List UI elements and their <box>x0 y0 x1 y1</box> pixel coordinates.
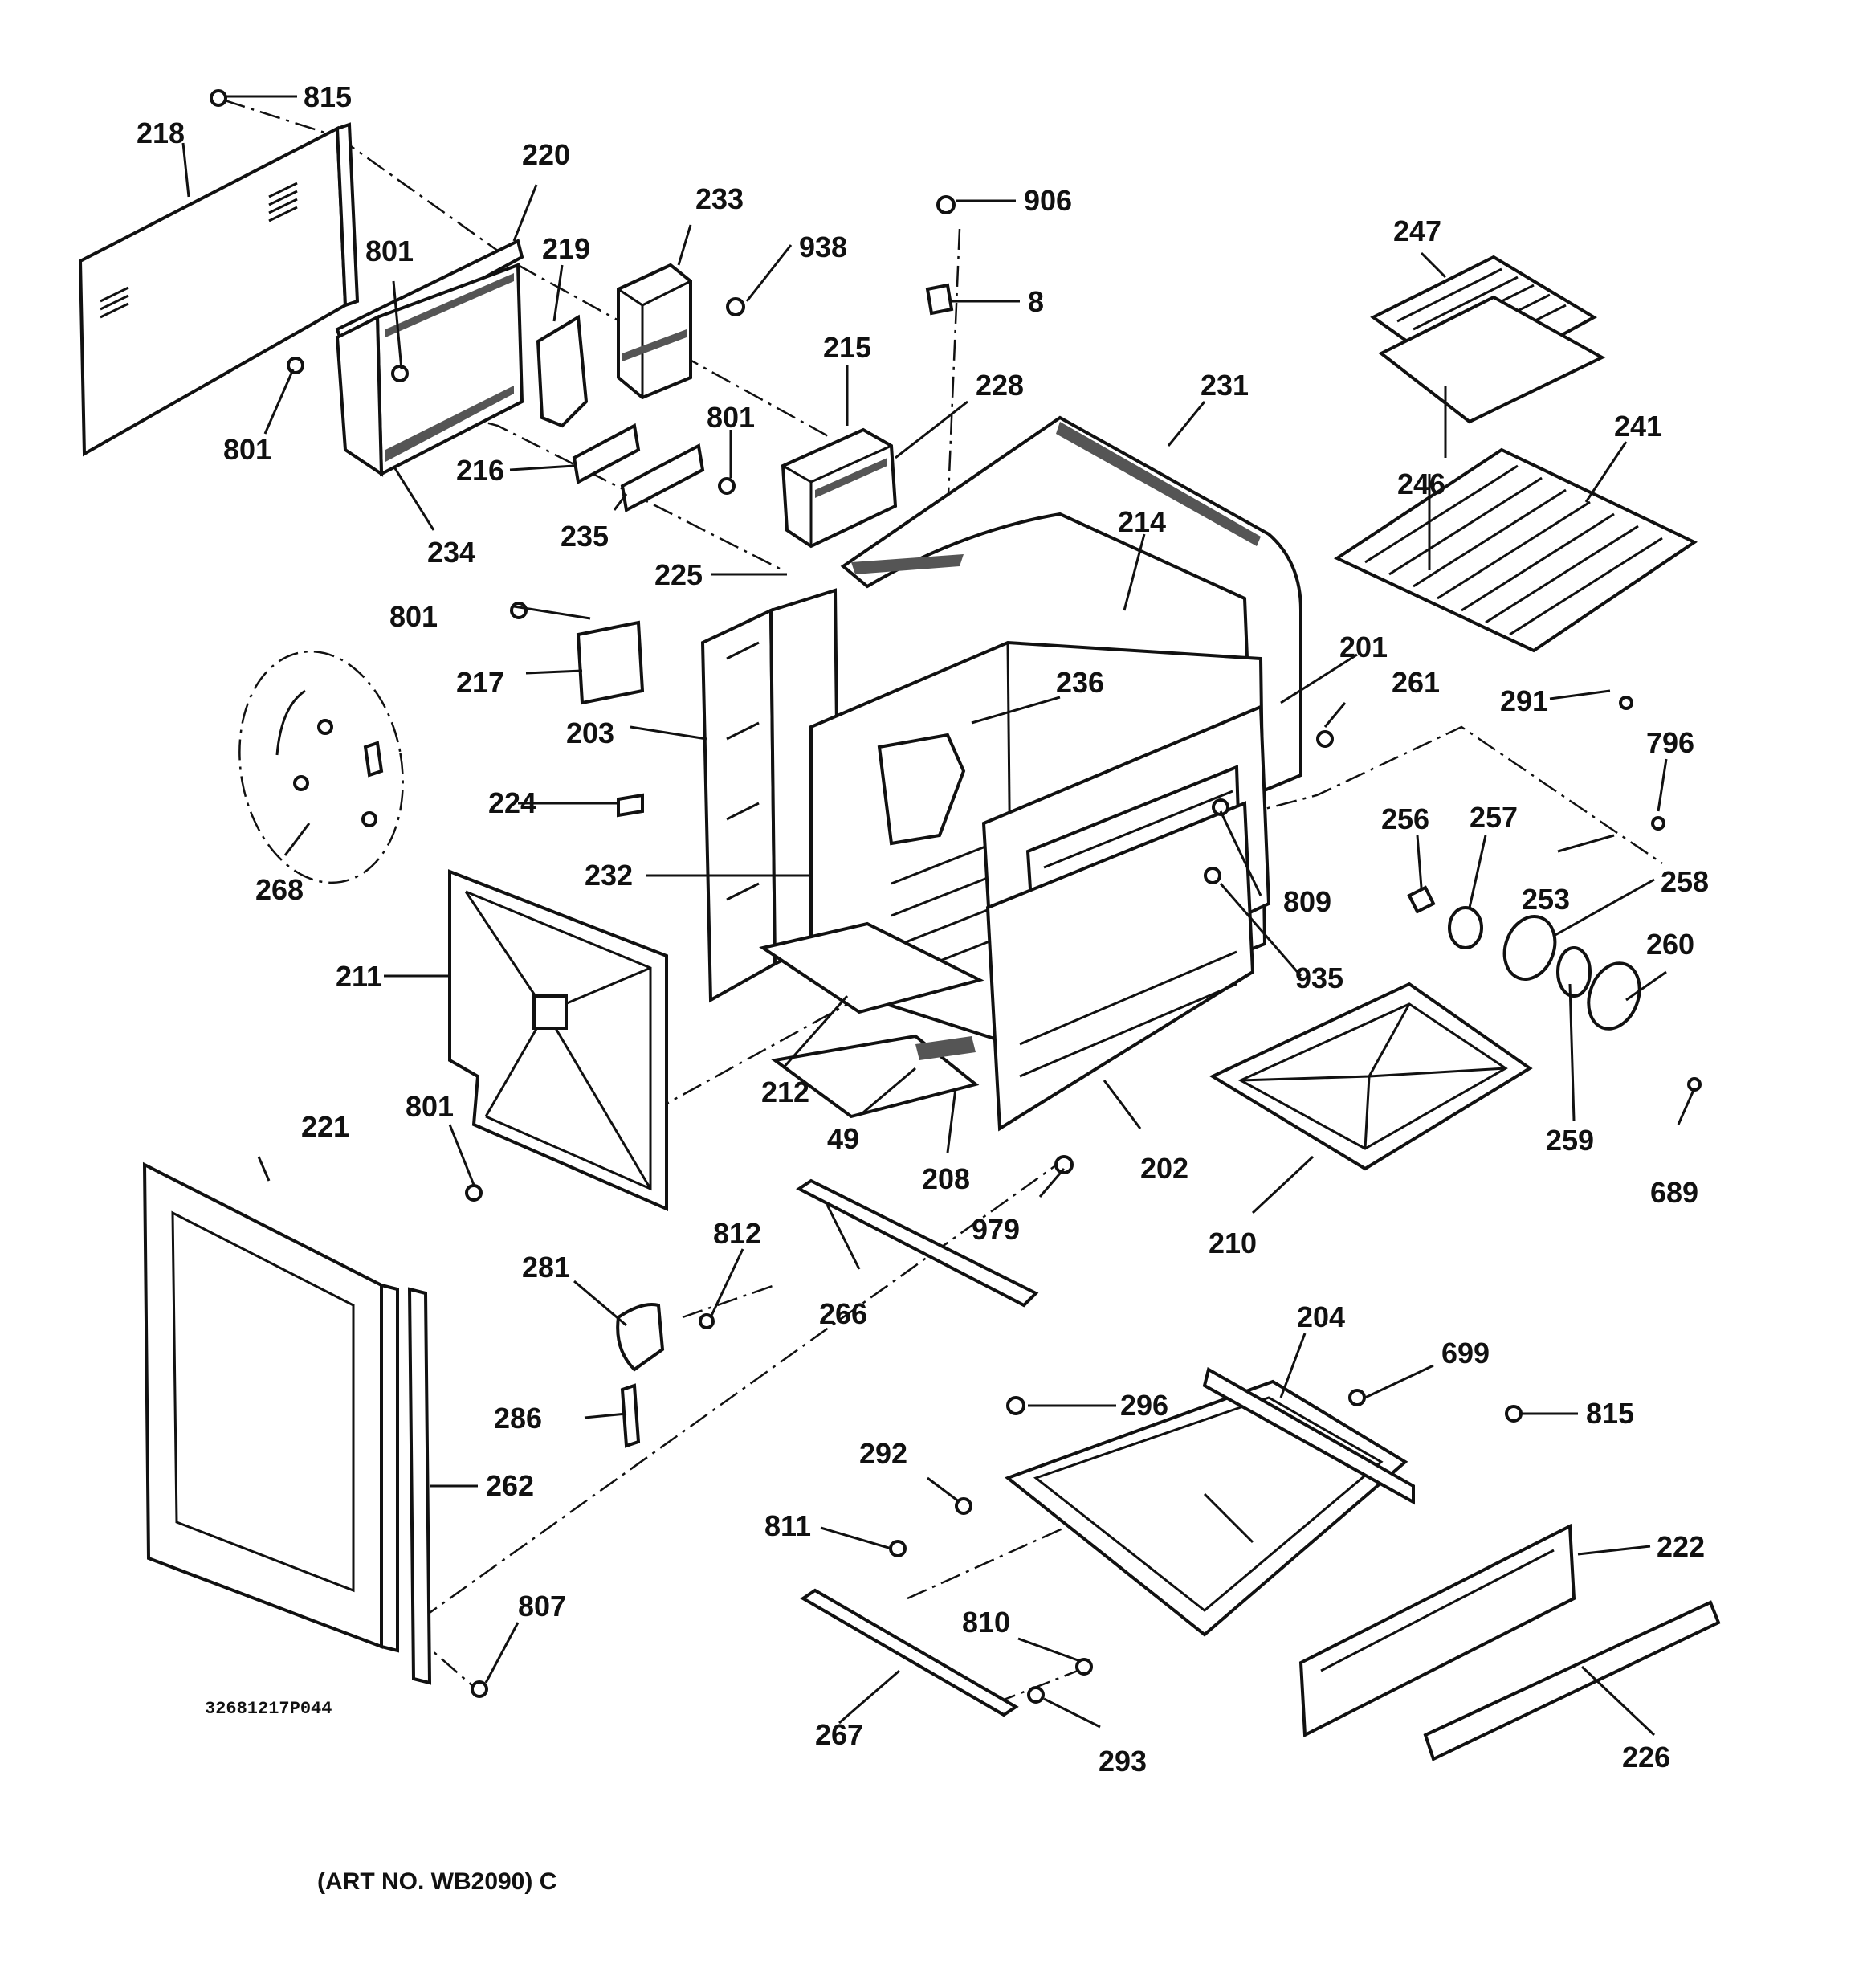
callout-801-a: 801 <box>365 235 414 267</box>
callout-938: 938 <box>799 231 847 263</box>
callout-699: 699 <box>1441 1337 1490 1370</box>
callout-935: 935 <box>1295 961 1343 994</box>
part-212-49-208-bottom <box>759 921 984 1119</box>
callout-49: 49 <box>827 1122 859 1155</box>
part-202-front-panel <box>985 801 1255 1132</box>
callout-815: 815 <box>304 80 352 113</box>
callout-204: 204 <box>1297 1300 1345 1333</box>
callout-801-d: 801 <box>389 600 438 633</box>
callout-233: 233 <box>695 182 744 215</box>
callout-268: 268 <box>255 873 304 906</box>
part-220-234-control-panel <box>335 239 524 477</box>
part-247-246-broiler-rack <box>1370 255 1606 424</box>
callout-815-b: 815 <box>1586 1397 1634 1430</box>
callout-220: 220 <box>522 138 570 171</box>
assembly-lines <box>224 99 1663 1704</box>
callout-256: 256 <box>1381 802 1429 835</box>
callout-225: 225 <box>654 558 703 591</box>
callout-201: 201 <box>1339 631 1388 663</box>
callout-246: 246 <box>1397 467 1445 500</box>
part-221-oven-door <box>142 1161 399 1653</box>
callout-203: 203 <box>566 716 614 749</box>
part-203-frame <box>700 588 842 1003</box>
callout-807: 807 <box>518 1590 566 1623</box>
part-266-267-rails <box>796 1178 1039 1717</box>
callout-247: 247 <box>1393 214 1441 247</box>
callout-216: 216 <box>456 454 504 487</box>
callout-689: 689 <box>1650 1176 1698 1209</box>
callout-262: 262 <box>486 1469 534 1502</box>
callout-810: 810 <box>962 1606 1010 1639</box>
callout-215: 215 <box>823 331 871 364</box>
small-hardware <box>210 89 1702 1704</box>
callout-231: 231 <box>1201 369 1249 402</box>
callout-210: 210 <box>1209 1227 1257 1259</box>
callout-291: 291 <box>1500 684 1548 717</box>
callout-906: 906 <box>1024 184 1072 217</box>
art-number: (ART NO. WB2090) C <box>317 1868 556 1895</box>
callout-236: 236 <box>1056 666 1104 699</box>
callout-296: 296 <box>1120 1389 1168 1422</box>
part-262-door-trim <box>407 1287 432 1685</box>
callout-809: 809 <box>1283 885 1331 918</box>
callout-228: 228 <box>976 369 1024 402</box>
part-233-terminal-block <box>617 263 692 400</box>
callout-217: 217 <box>456 666 504 699</box>
part-215-228-sensor <box>781 427 898 549</box>
callout-208: 208 <box>922 1162 970 1195</box>
part-204-storage-drawer <box>1004 1366 1415 1637</box>
part-268-detail-callout <box>238 650 404 884</box>
part-256-257-258-knob-parts <box>1407 885 1641 1031</box>
callout-211: 211 <box>336 960 382 993</box>
callout-218: 218 <box>137 116 185 149</box>
callout-8: 8 <box>1028 285 1044 318</box>
callout-811: 811 <box>764 1509 811 1542</box>
part-226-kick-panel <box>1423 1600 1721 1761</box>
callout-212: 212 <box>761 1076 809 1108</box>
callout-259: 259 <box>1546 1124 1594 1157</box>
callout-812: 812 <box>713 1217 761 1250</box>
callout-241: 241 <box>1614 410 1662 443</box>
callout-257: 257 <box>1470 801 1518 834</box>
callout-801-c: 801 <box>223 433 271 466</box>
callout-266: 266 <box>819 1297 867 1330</box>
callout-222: 222 <box>1657 1530 1705 1563</box>
callout-232: 232 <box>585 859 633 892</box>
callout-234: 234 <box>427 536 475 569</box>
callout-235: 235 <box>561 520 609 553</box>
callout-260: 260 <box>1646 928 1694 961</box>
callout-221: 221 <box>301 1110 349 1143</box>
part-241-oven-rack <box>1333 447 1698 653</box>
callout-286: 286 <box>494 1402 542 1435</box>
callout-293: 293 <box>1099 1745 1147 1778</box>
callout-267: 267 <box>815 1718 863 1751</box>
callout-281: 281 <box>522 1251 570 1284</box>
drawing-code: 32681217P044 <box>205 1699 332 1719</box>
callout-202: 202 <box>1140 1152 1188 1185</box>
callout-219: 219 <box>542 232 590 265</box>
part-callouts: 815 218 220 233 906 938 219 801 8 247 21… <box>137 80 1709 1778</box>
callout-801-b: 801 <box>707 401 755 434</box>
part-281-286-hinge <box>616 1303 665 1448</box>
callout-796: 796 <box>1646 726 1694 759</box>
callout-224: 224 <box>488 786 536 819</box>
callout-261: 261 <box>1392 666 1440 699</box>
part-222-drawer-front <box>1298 1523 1576 1738</box>
part-219-duct <box>536 314 589 428</box>
callout-214: 214 <box>1118 505 1166 538</box>
callout-258: 258 <box>1661 865 1709 898</box>
callout-979: 979 <box>972 1213 1020 1246</box>
callout-226: 226 <box>1622 1741 1670 1774</box>
part-231-outer-wrapper <box>840 415 1302 798</box>
part-216-235-brackets <box>572 423 705 513</box>
callout-292: 292 <box>859 1437 907 1470</box>
leader-lines <box>181 95 1696 1737</box>
part-210-broiler-pan <box>1209 982 1533 1171</box>
callout-801-e: 801 <box>406 1090 454 1123</box>
part-211-back-panel <box>448 869 668 1212</box>
callout-253: 253 <box>1522 883 1570 916</box>
part-218-side-panel <box>78 122 360 457</box>
